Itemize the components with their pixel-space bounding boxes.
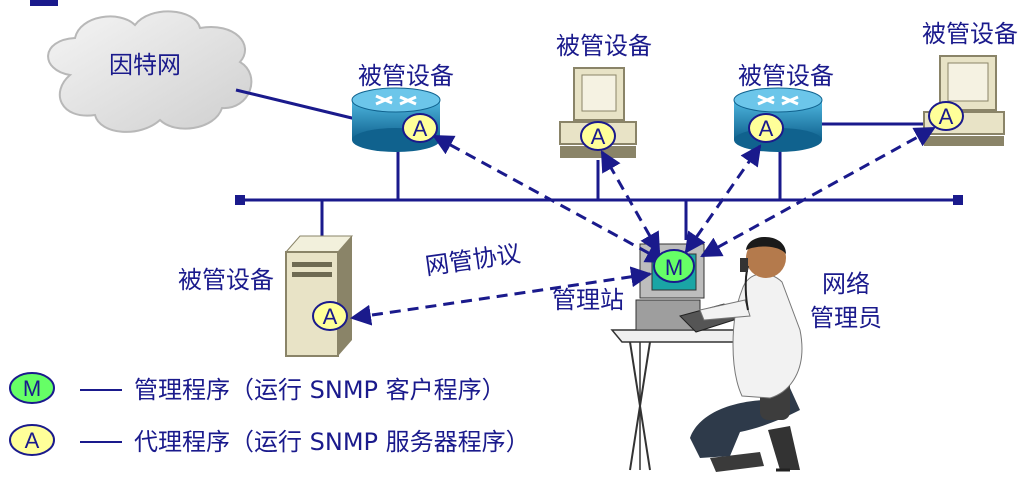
admin-label-line2: 管理员	[810, 304, 882, 332]
legend-text-agent: 代理程序（运行 SNMP 服务器程序）	[134, 428, 530, 456]
agent-badge-router-2: A	[748, 113, 784, 143]
agent-badge-pc-2: A	[928, 101, 964, 131]
arrow-to-server	[349, 266, 653, 326]
svg-text:A: A	[939, 104, 954, 129]
managed-device-label-router-2: 被管设备	[738, 62, 834, 90]
svg-text:A: A	[25, 428, 40, 453]
corner-decoration	[30, 0, 58, 6]
admin-label-line1: 网络	[822, 270, 870, 298]
managed-device-label-server: 被管设备	[178, 266, 274, 294]
svg-text:A: A	[759, 116, 774, 141]
internet-label: 因特网	[109, 51, 181, 79]
protocol-label: 网管协议	[423, 240, 522, 281]
legend: M 管理程序（运行 SNMP 客户程序） A 代理程序（运行 SNMP 服务器程…	[9, 372, 530, 456]
svg-text:A: A	[413, 116, 428, 141]
svg-text:A: A	[323, 304, 338, 329]
administrator-figure	[690, 236, 803, 472]
arrow-to-pc-1	[600, 150, 661, 254]
svg-text:A: A	[591, 124, 606, 149]
lan-end-right	[953, 195, 963, 205]
svg-text:M: M	[665, 255, 683, 280]
agent-badges: A A A A A	[312, 101, 964, 331]
arrow-to-pc-2	[700, 126, 936, 258]
agent-badge-router-1: A	[402, 113, 438, 143]
manager-badge: M	[653, 249, 695, 283]
server-tower	[284, 235, 354, 357]
agent-badge-server: A	[312, 301, 348, 331]
managed-device-label-router-1: 被管设备	[358, 62, 454, 90]
protocol-arrows	[349, 126, 936, 326]
legend-item-manager: M 管理程序（运行 SNMP 客户程序）	[9, 372, 506, 404]
legend-item-agent: A 代理程序（运行 SNMP 服务器程序）	[9, 424, 530, 456]
internet-cloud: 因特网	[47, 10, 253, 133]
managed-device-label-pc-2: 被管设备	[922, 20, 1018, 48]
agent-badge-pc-1: A	[580, 121, 616, 151]
svg-text:M: M	[23, 376, 41, 401]
pc-2	[923, 55, 1005, 146]
lan-end-left	[235, 195, 245, 205]
station-label: 管理站	[552, 286, 624, 314]
managed-device-label-pc-1: 被管设备	[556, 32, 652, 60]
internet-link	[235, 88, 361, 122]
legend-text-manager: 管理程序（运行 SNMP 客户程序）	[134, 376, 506, 404]
